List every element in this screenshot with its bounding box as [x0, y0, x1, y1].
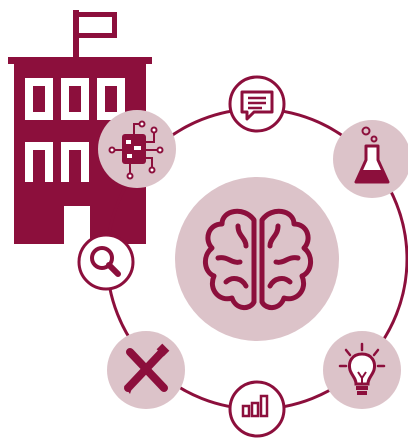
bar-chart-icon: [241, 394, 269, 418]
brain-icon: [203, 208, 313, 310]
node-science: [333, 120, 408, 198]
pencil-crossed-icon: [124, 343, 170, 394]
chat-bubble-icon: [240, 90, 274, 121]
flask-icon: [354, 126, 390, 184]
node-creative: [107, 331, 185, 409]
node-tech: [98, 110, 176, 188]
node-search: [77, 233, 135, 291]
node-idea: [323, 331, 401, 409]
circuit-chip-icon: [108, 120, 164, 180]
node-data: [228, 380, 286, 438]
center-node: [175, 177, 339, 341]
lightbulb-icon: [338, 342, 386, 395]
magnifier-icon: [90, 246, 121, 277]
node-chat: [228, 75, 286, 133]
